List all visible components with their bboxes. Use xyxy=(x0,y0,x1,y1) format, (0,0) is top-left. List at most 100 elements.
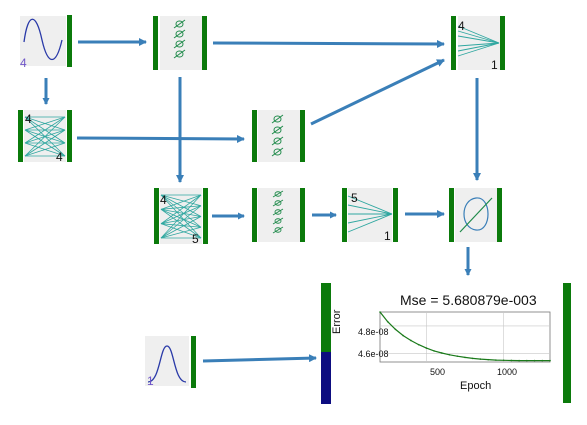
data-point xyxy=(533,359,536,362)
desired-channel-label: 1 xyxy=(147,374,154,388)
tanh-axon-icon xyxy=(272,190,284,234)
tanh-top-node[interactable] xyxy=(153,16,207,70)
full-4x5-out-bar[interactable] xyxy=(203,188,208,244)
data-point xyxy=(394,328,397,331)
data-point xyxy=(402,334,404,337)
tanh-row3-node[interactable] xyxy=(252,188,305,242)
fan-5to1-out-label: 1 xyxy=(384,229,391,243)
desired-node[interactable] xyxy=(145,336,196,388)
tanh-mid-in-bar[interactable] xyxy=(252,110,257,162)
x-axis-label: Epoch xyxy=(460,380,492,392)
data-point xyxy=(518,359,520,362)
tanh-mid-node[interactable] xyxy=(252,110,305,162)
data-point xyxy=(441,352,443,354)
synapse-link xyxy=(160,205,202,210)
arrow-full-4x4-to-tanh-mid[interactable] xyxy=(76,134,245,143)
synapse-link xyxy=(24,116,66,144)
data-point xyxy=(410,339,412,342)
synapse-link xyxy=(160,194,202,239)
full-4x5-node[interactable] xyxy=(154,188,208,244)
data-point xyxy=(433,350,435,352)
arrow-desired-to-output[interactable] xyxy=(202,354,317,363)
fan-synapse-icon xyxy=(347,195,393,233)
synapse-link xyxy=(24,129,66,157)
progress-track xyxy=(321,283,331,404)
data-point xyxy=(526,359,528,362)
x-tick-label: 1000 xyxy=(497,367,518,377)
synapse-link xyxy=(160,216,202,225)
fan-4to1-out-bar[interactable] xyxy=(500,16,505,70)
input-sine-channel-label: 4 xyxy=(20,56,27,70)
chart-title: Mse = 5.680879e-003 xyxy=(400,292,537,308)
data-point xyxy=(471,357,474,360)
full-4x5-in-bar[interactable] xyxy=(154,188,159,244)
tanh-row3-panel xyxy=(258,188,300,242)
gaussian-pulse-icon xyxy=(147,345,187,383)
synapse-link xyxy=(160,194,202,210)
fan-synapse-icon xyxy=(457,25,500,57)
chart-side-bar[interactable] xyxy=(563,283,571,403)
data-point xyxy=(495,359,497,361)
tanh-row3-in-bar[interactable] xyxy=(252,188,257,242)
synapse-link xyxy=(160,194,202,228)
data-point xyxy=(549,359,551,362)
y-axis-label: Error xyxy=(331,309,343,334)
x-tick-label: 500 xyxy=(430,367,446,377)
synapse-link xyxy=(160,208,202,217)
arrow-tanh-top-to-fan-4to1[interactable] xyxy=(212,39,445,48)
full-4x4-in-bar[interactable] xyxy=(18,110,23,162)
synapse-link xyxy=(160,223,202,239)
full-4x4-node[interactable] xyxy=(18,110,72,162)
synapse-link xyxy=(160,194,202,217)
tanh-row3-out-bar[interactable] xyxy=(300,188,305,242)
data-point xyxy=(425,347,428,349)
synapse-link xyxy=(24,142,66,157)
fan-4to1-out-label: 1 xyxy=(491,58,498,72)
fan-5to1-out-bar[interactable] xyxy=(393,188,398,242)
data-point xyxy=(479,358,482,360)
synapse-link xyxy=(160,194,202,207)
synapse-link xyxy=(160,194,202,224)
full-4x5-in-label: 4 xyxy=(160,193,167,207)
y-tick-label: 4.8e-08 xyxy=(358,327,389,337)
full-4x5-out-label: 5 xyxy=(192,232,199,246)
data-point xyxy=(541,359,544,362)
data-point xyxy=(510,359,513,362)
synapse-link xyxy=(160,205,202,225)
tanh-top-in-bar[interactable] xyxy=(153,16,158,70)
connections xyxy=(42,38,481,363)
cost-out-bar[interactable] xyxy=(497,188,502,242)
chart-marks xyxy=(379,311,551,362)
tanh-top-out-bar[interactable] xyxy=(202,16,207,70)
data-point xyxy=(502,359,505,362)
fan-5to1-node[interactable] xyxy=(342,188,398,242)
mse-chart[interactable] xyxy=(341,283,571,403)
data-point xyxy=(386,320,389,323)
synapse-link xyxy=(160,205,202,239)
y-tick-label: 4.6e-08 xyxy=(358,349,389,359)
data-point xyxy=(464,356,466,359)
full-4x4-out-label: 4 xyxy=(56,150,63,164)
fan-5to1-in-bar[interactable] xyxy=(342,188,347,242)
tanh-mid-out-bar[interactable] xyxy=(300,110,305,162)
desired-output-bar[interactable] xyxy=(191,336,196,388)
input-sine-node[interactable] xyxy=(20,15,72,67)
full-4x4-in-label: 4 xyxy=(25,112,32,126)
fan-5to1-in-label: 5 xyxy=(351,191,358,205)
cost-in-bar[interactable] xyxy=(449,188,454,242)
tanh-axon-icon xyxy=(271,114,284,157)
full-4x4-out-bar[interactable] xyxy=(67,110,72,162)
progress-fill xyxy=(321,351,331,404)
cost-node[interactable] xyxy=(449,188,502,242)
progress-bar[interactable] xyxy=(321,283,331,404)
synapse-link xyxy=(160,209,202,239)
synapse-link xyxy=(160,208,202,228)
input-output-bar[interactable] xyxy=(67,15,72,67)
fan-4to1-node[interactable] xyxy=(451,16,505,70)
arrow-tanh-mid-to-fan-4to1[interactable] xyxy=(310,58,445,126)
data-point xyxy=(448,353,451,356)
chart-grid xyxy=(380,312,550,362)
fan-4to1-in-bar[interactable] xyxy=(451,16,456,70)
synapse-link xyxy=(24,116,66,131)
